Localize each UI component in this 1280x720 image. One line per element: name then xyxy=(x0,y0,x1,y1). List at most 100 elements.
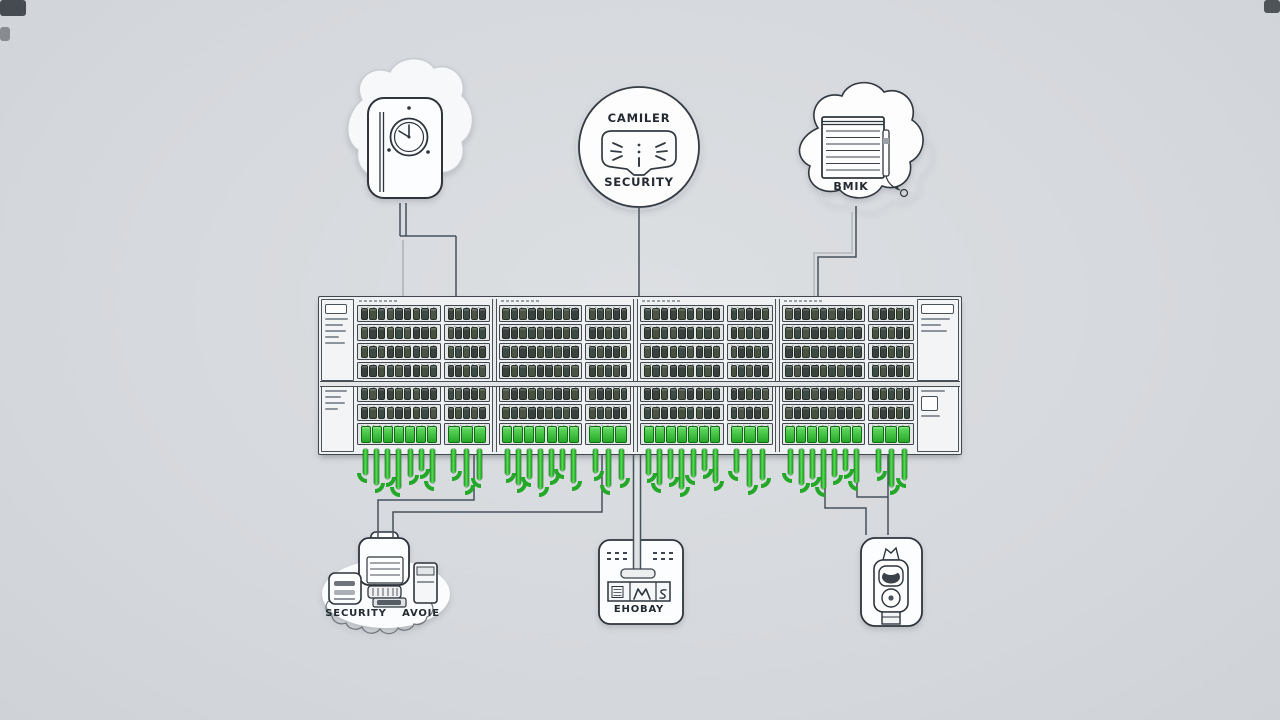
port xyxy=(660,365,669,377)
port xyxy=(604,407,612,419)
port xyxy=(447,426,460,443)
port xyxy=(854,327,862,339)
port xyxy=(596,308,604,320)
port xyxy=(604,388,612,400)
port xyxy=(802,327,810,339)
port xyxy=(652,346,660,358)
port xyxy=(528,327,536,339)
port xyxy=(455,346,463,358)
port xyxy=(510,346,519,358)
port xyxy=(519,365,527,377)
port xyxy=(818,426,829,443)
cloud-middle-subtitle: SECURITY xyxy=(604,175,674,189)
port xyxy=(730,346,738,358)
wire-device-right-b xyxy=(824,455,867,535)
port xyxy=(615,426,628,443)
port xyxy=(429,407,438,419)
port xyxy=(796,426,807,443)
port xyxy=(754,365,761,377)
port-row xyxy=(726,324,773,341)
port xyxy=(712,388,721,400)
port-row xyxy=(585,362,631,379)
port xyxy=(829,426,840,443)
port-row xyxy=(498,305,583,322)
port xyxy=(455,365,463,377)
corner-artifact xyxy=(0,27,10,41)
port-row xyxy=(781,343,866,360)
endcap-control-block xyxy=(917,299,959,381)
port xyxy=(811,388,819,400)
port xyxy=(360,308,369,320)
port-row xyxy=(585,324,631,341)
port xyxy=(837,365,845,377)
port xyxy=(738,308,746,320)
port xyxy=(545,388,553,400)
port xyxy=(837,388,845,400)
port xyxy=(837,308,845,320)
port xyxy=(602,426,615,443)
port xyxy=(395,407,403,419)
port xyxy=(793,308,802,320)
port xyxy=(879,308,887,320)
port-row xyxy=(640,362,724,379)
port xyxy=(510,365,519,377)
rack-unit-divider xyxy=(320,381,960,387)
port xyxy=(369,388,377,400)
port xyxy=(828,308,836,320)
port xyxy=(785,327,793,339)
port xyxy=(528,388,536,400)
port-row xyxy=(781,362,866,379)
port xyxy=(463,388,471,400)
port xyxy=(429,388,438,400)
port-row xyxy=(357,362,441,379)
port xyxy=(652,388,660,400)
port xyxy=(785,308,793,320)
port-column xyxy=(498,304,583,452)
device-io-gateway-icon xyxy=(598,539,684,625)
port xyxy=(536,407,545,419)
port xyxy=(596,365,604,377)
port xyxy=(510,388,519,400)
port xyxy=(377,308,386,320)
port xyxy=(785,426,796,443)
port xyxy=(730,426,743,443)
port-row xyxy=(443,385,490,402)
port xyxy=(427,426,438,443)
port xyxy=(785,346,793,358)
port xyxy=(643,346,652,358)
cloud-middle-title: CAMILER xyxy=(607,111,671,125)
port-row xyxy=(357,305,441,322)
port-row xyxy=(726,305,773,322)
port xyxy=(369,365,377,377)
port xyxy=(369,346,377,358)
port xyxy=(412,346,420,358)
port-group xyxy=(357,299,490,452)
port xyxy=(589,346,596,358)
port xyxy=(536,327,545,339)
port xyxy=(377,365,386,377)
port xyxy=(519,388,527,400)
port xyxy=(421,407,429,419)
port xyxy=(455,327,463,339)
port xyxy=(695,327,703,339)
port xyxy=(571,308,579,320)
port xyxy=(416,426,427,443)
port-row xyxy=(781,305,866,322)
port xyxy=(887,327,895,339)
port xyxy=(854,308,862,320)
port xyxy=(828,365,836,377)
port xyxy=(395,346,403,358)
port xyxy=(756,426,769,443)
port xyxy=(403,327,412,339)
port xyxy=(678,388,686,400)
port xyxy=(688,426,699,443)
port xyxy=(840,426,851,443)
port xyxy=(669,365,678,377)
port xyxy=(695,388,703,400)
port xyxy=(845,327,854,339)
port xyxy=(479,327,486,339)
cloud-camera-timer-icon xyxy=(347,58,474,199)
port xyxy=(872,365,879,377)
port xyxy=(887,407,895,419)
